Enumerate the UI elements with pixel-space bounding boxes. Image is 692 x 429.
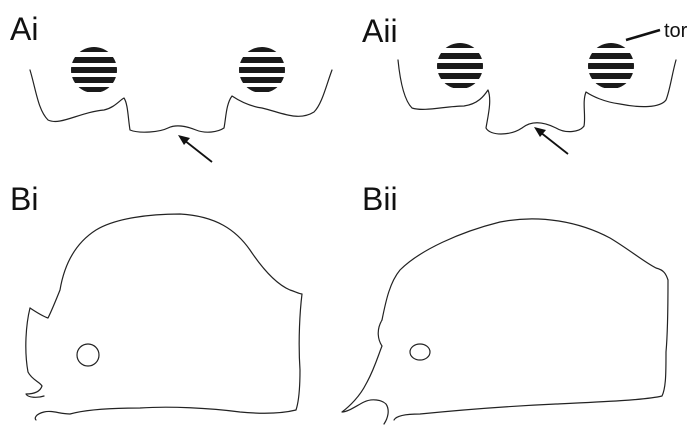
panel-bii-diagram — [341, 218, 669, 425]
bi-orbit — [76, 343, 100, 367]
aii-arrow — [534, 127, 569, 155]
ai-left-striped-circle — [71, 47, 117, 92]
ai-outline — [29, 69, 333, 133]
bii-outline — [381, 218, 669, 421]
tor-label: tor — [664, 20, 688, 42]
aii-right-striped-circle — [588, 43, 634, 88]
panel-bi-diagram — [25, 213, 303, 421]
bii-orbit — [409, 343, 431, 361]
ai-right-striped-circle — [239, 47, 285, 92]
bi-snout-detail — [25, 307, 45, 398]
bi-outline — [29, 213, 303, 421]
panel-ai-diagram — [29, 47, 333, 163]
bii-snout-detail — [341, 319, 389, 425]
aii-outline — [397, 59, 677, 135]
panel-label-aii: Aii — [362, 13, 398, 49]
panel-label-ai: Ai — [10, 11, 38, 47]
panel-aii-diagram: tor — [397, 20, 688, 155]
panel-label-bii: Bii — [362, 181, 398, 217]
tor-pointer-line — [625, 28, 661, 42]
ai-arrow — [178, 135, 213, 163]
panel-label-bi: Bi — [10, 181, 38, 217]
aii-left-striped-circle — [437, 43, 483, 88]
